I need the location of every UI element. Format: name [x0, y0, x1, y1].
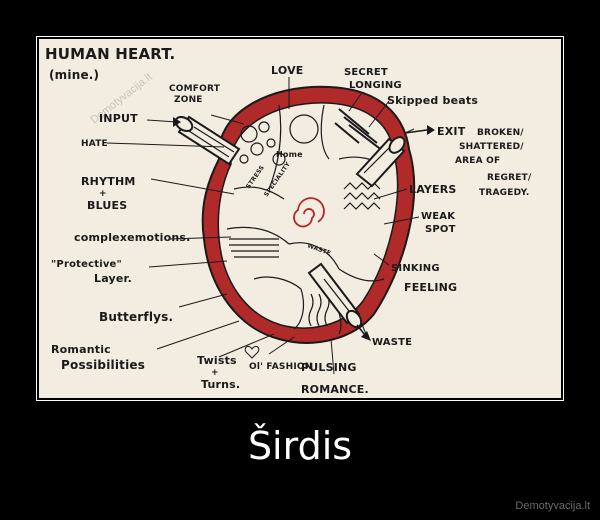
waste-arrow-icon [356, 324, 371, 341]
label-exit: EXIT [437, 125, 466, 138]
poster-subtitle: (mine.) [49, 68, 99, 82]
site-watermark[interactable]: Demotyvacija.lt [515, 500, 590, 512]
label-skipped-beats: Skipped beats [387, 94, 478, 107]
label-secret: SECRET [344, 67, 388, 78]
label-sinking: SINKING [391, 263, 440, 274]
label-of-fashion: Ol' FASHION [249, 362, 312, 372]
label-comfort: COMFORT [169, 84, 221, 94]
label-longing: LONGING [349, 80, 402, 91]
heart-doodle-icon [244, 345, 260, 359]
leader-lines [106, 77, 420, 375]
home-circle [289, 114, 319, 144]
home-label: Home [276, 150, 303, 159]
label-blues: BLUES [87, 199, 127, 212]
horizontal-stripes [229, 238, 279, 258]
spiral [293, 197, 325, 228]
label-spot: SPOT [425, 224, 456, 235]
poster-caption: Širdis [247, 424, 353, 468]
label-twists-plus: + [211, 368, 219, 378]
label-hate: HATE [81, 139, 108, 149]
label-turns: Turns. [201, 378, 240, 391]
poster-title: HUMAN HEART. [45, 45, 175, 63]
exit-arrow-icon [404, 125, 435, 135]
label-plus: + [99, 189, 107, 199]
label-zone: ZONE [174, 95, 203, 105]
exit-artery [355, 136, 406, 188]
label-tragedy: TRAGEDY. [479, 188, 529, 198]
label-pulsing: PULSING [301, 361, 357, 374]
label-layers: LAYERS [409, 183, 457, 196]
poster-frame: Demotyvacija.lt [36, 36, 564, 401]
label-layer: Layer. [94, 272, 132, 285]
label-romantic: Romantic [51, 343, 111, 356]
bubbles-region [239, 121, 286, 166]
label-broken: BROKEN/ [477, 128, 524, 138]
stripes-region [334, 108, 384, 152]
label-input: INPUT [99, 112, 138, 125]
label-rhythm: RHYTHM [81, 175, 136, 188]
label-butterflys: Butterflys. [99, 310, 173, 324]
label-regret: REGRET/ [487, 173, 532, 183]
label-feeling: FEELING [404, 281, 457, 294]
input-arrow-icon [173, 117, 181, 127]
label-weak: WEAK [421, 211, 456, 222]
label-waste: WASTE [372, 337, 412, 348]
poster-image: Demotyvacija.lt [39, 39, 561, 398]
heart-drawing: Demotyvacija.lt [45, 45, 532, 396]
label-protective: "Protective" [51, 259, 122, 270]
label-area-of: AREA OF [455, 156, 500, 166]
waste-artery [307, 262, 363, 329]
label-possibilities: Possibilities [61, 358, 145, 372]
label-twists: Twists [197, 354, 237, 367]
input-artery [174, 115, 241, 166]
label-love: LOVE [271, 64, 304, 77]
label-complex-emotions: complexemotions. [74, 231, 191, 244]
label-romance: ROMANCE. [301, 383, 369, 396]
label-shattered: SHATTERED/ [459, 142, 524, 152]
